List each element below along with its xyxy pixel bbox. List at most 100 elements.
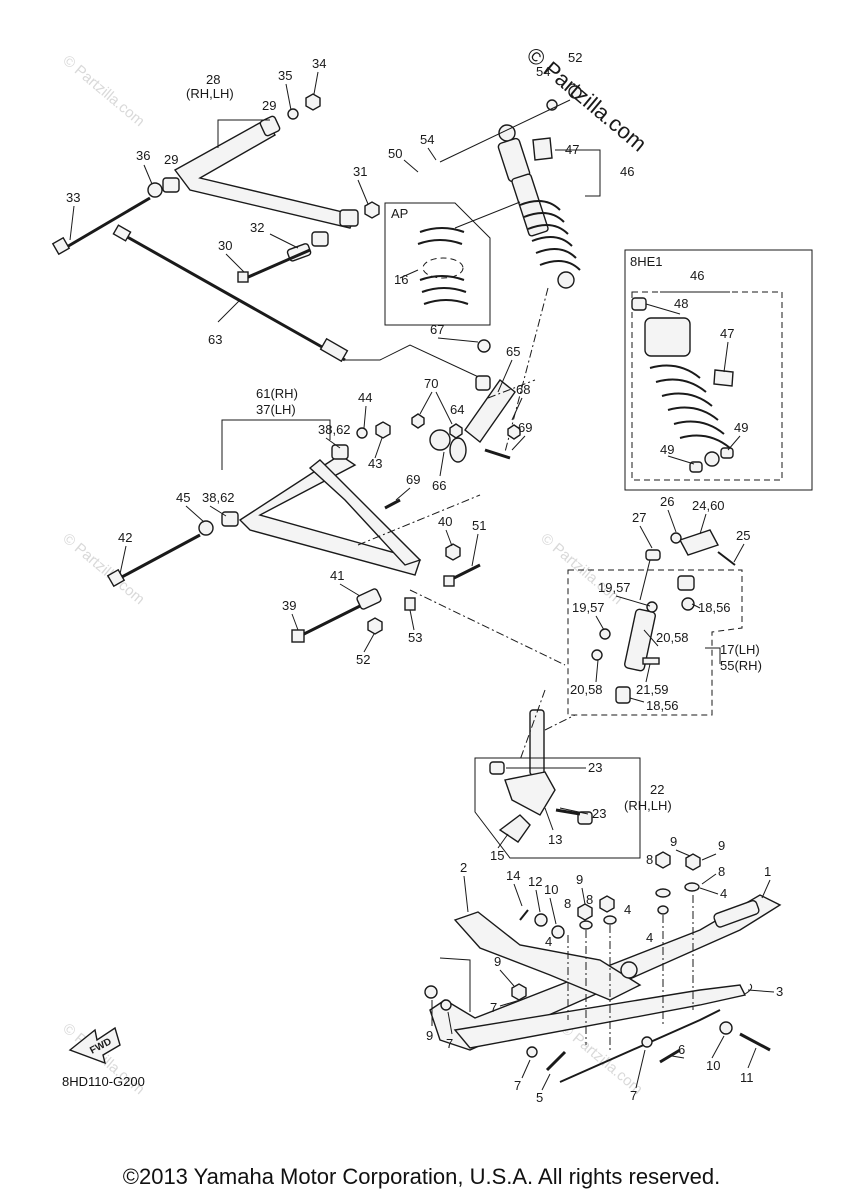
callout: 43 xyxy=(368,456,382,471)
callout: 66 xyxy=(432,478,446,493)
callout: 68 xyxy=(516,382,530,397)
callout: 25 xyxy=(736,528,750,543)
callout: 5 xyxy=(536,1090,543,1105)
callout: 13 xyxy=(548,832,562,847)
callout: 21,59 xyxy=(636,682,669,697)
callout: 9 xyxy=(494,954,501,969)
upper-arm-assembly xyxy=(51,93,486,381)
watermark: © Partzilla.com xyxy=(537,530,625,608)
callout: 3 xyxy=(776,984,783,999)
callout: 18,56 xyxy=(698,600,731,615)
callout: 28 xyxy=(206,72,220,87)
watermark: © Partzilla.com xyxy=(557,1020,645,1098)
callout: 55(RH) xyxy=(720,658,762,673)
callout: 7 xyxy=(630,1088,637,1103)
callout: 18,56 xyxy=(646,698,679,713)
callout: 7 xyxy=(514,1078,521,1093)
callout: 33 xyxy=(66,190,80,205)
spindle-assembly xyxy=(567,529,743,716)
callout: 4 xyxy=(545,934,552,949)
callout: 47 xyxy=(565,142,579,157)
callout: 29 xyxy=(262,98,276,113)
callout: 8 xyxy=(564,896,571,911)
callout: 54 xyxy=(536,64,550,79)
leader-lines xyxy=(69,71,775,1091)
callout: 12 xyxy=(528,874,542,889)
forward-arrow: FWD xyxy=(68,1026,121,1065)
callout: 41 xyxy=(330,568,344,583)
callout: 29 xyxy=(164,152,178,167)
callout: 11 xyxy=(740,1070,754,1085)
callout: 51 xyxy=(472,518,486,533)
callout: 40 xyxy=(438,514,452,529)
callout: 8 xyxy=(646,852,653,867)
callout: 52 xyxy=(356,652,370,667)
callout: 23 xyxy=(588,760,602,775)
callout: 44 xyxy=(358,390,372,405)
callout: 52 xyxy=(568,50,582,65)
callout: 61(RH) xyxy=(256,386,298,401)
callout: (RH,LH) xyxy=(186,86,234,101)
callout: 49 xyxy=(734,420,748,435)
callout: 31 xyxy=(353,164,367,179)
callout: 32 xyxy=(250,220,264,235)
callout: 49 xyxy=(660,442,674,457)
callout: 42 xyxy=(118,530,132,545)
ski-column xyxy=(474,689,641,859)
callout: 6 xyxy=(678,1042,685,1057)
callout: 36 xyxy=(136,148,150,163)
callout: 27 xyxy=(632,510,646,525)
callout: 26 xyxy=(660,494,674,509)
callout: 16 xyxy=(394,272,408,287)
callout: 23 xyxy=(592,806,606,821)
inset-label-ap: AP xyxy=(391,206,408,221)
inset-label-8he1: 8HE1 xyxy=(630,254,663,269)
ski-and-runner xyxy=(424,851,782,1083)
callout: 67 xyxy=(430,322,444,337)
callout: 2 xyxy=(460,860,467,875)
callout: 9 xyxy=(576,872,583,887)
callout: 46 xyxy=(690,268,704,283)
callout: 9 xyxy=(426,1028,433,1043)
diagram-code: 8HD110-G200 xyxy=(62,1074,145,1089)
callout: 38,62 xyxy=(202,490,235,505)
callout: 17(LH) xyxy=(720,642,760,657)
callout: 4 xyxy=(646,930,653,945)
callout: 38,62 xyxy=(318,422,351,437)
callout: 34 xyxy=(312,56,326,71)
callout: 46 xyxy=(620,164,634,179)
callout: 47 xyxy=(720,326,734,341)
lower-arm-assembly xyxy=(106,419,566,666)
copyright-notice: ©2013 Yamaha Motor Corporation, U.S.A. A… xyxy=(122,1164,721,1189)
callout: 37(LH) xyxy=(256,402,296,417)
callout: 69 xyxy=(406,472,420,487)
callout: 65 xyxy=(506,344,520,359)
callout: 48 xyxy=(674,296,688,311)
shock-variant-inset: 8HE1 xyxy=(624,249,813,491)
callout: 54 xyxy=(420,132,434,147)
callout: 10 xyxy=(706,1058,720,1073)
callout: (RH,LH) xyxy=(624,798,672,813)
callout: 7 xyxy=(490,1000,497,1015)
callout: 70 xyxy=(424,376,438,391)
callout: 9 xyxy=(670,834,677,849)
callout: 8 xyxy=(586,892,593,907)
watermark: © Partzilla.com xyxy=(59,52,147,130)
callout: 45 xyxy=(176,490,190,505)
callout: 24,60 xyxy=(692,498,725,513)
callout: 30 xyxy=(218,238,232,253)
callout: 53 xyxy=(408,630,422,645)
callout: 22 xyxy=(650,782,664,797)
callout: 14 xyxy=(506,868,520,883)
callout: 1 xyxy=(764,864,771,879)
callout: 4 xyxy=(720,886,727,901)
callout: 7 xyxy=(446,1036,453,1051)
callout: 10 xyxy=(544,882,558,897)
link-bracket xyxy=(411,339,536,463)
callout: 39 xyxy=(282,598,296,613)
ap-spring-inset: AP xyxy=(384,201,521,326)
callout: 19,57 xyxy=(572,600,605,615)
callout: 20,58 xyxy=(656,630,689,645)
callout: 4 xyxy=(624,902,631,917)
